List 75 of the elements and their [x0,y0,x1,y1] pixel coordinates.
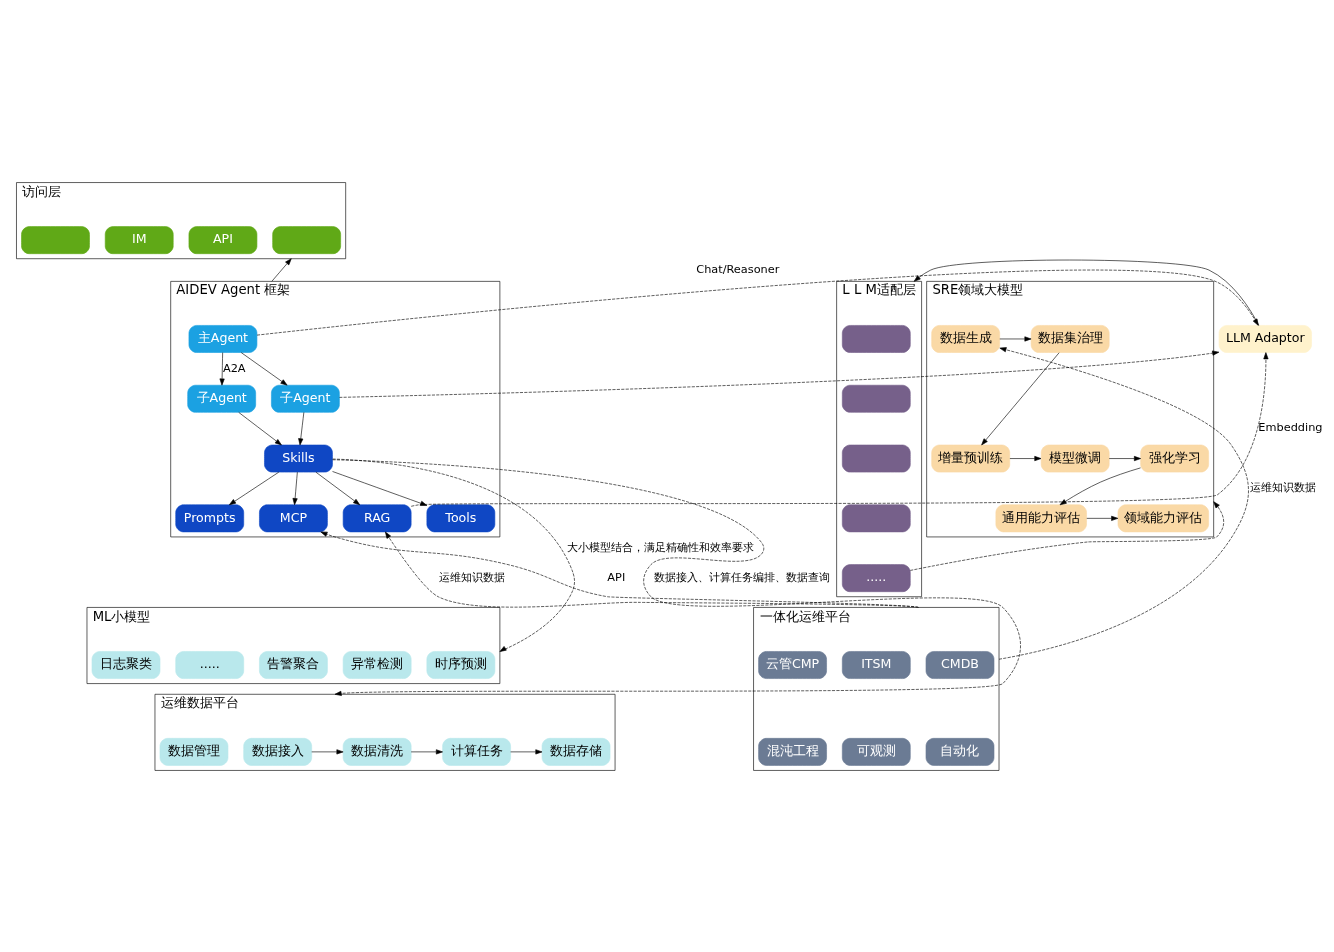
node-box: 通用能力评估 [995,504,1087,532]
arrow [315,471,361,505]
arrow [1086,515,1119,521]
node-box: 数据集治理 [1030,324,1110,353]
edge-label: 运维知识数据 [1249,479,1316,494]
arrow [410,748,443,754]
node-box [272,225,341,254]
arrow [999,335,1032,341]
arrow [298,411,305,445]
node-box: CMDB [925,650,995,679]
node-box: 时序预测 [426,650,496,679]
arrow [271,257,292,282]
node-box [842,444,911,472]
node-box: MCP [259,504,328,532]
edge-label: 大小模型结合，满足精确性和效率要求 [567,539,755,554]
node-box: 告警聚合 [259,650,328,679]
node-box: Tools [426,504,496,532]
node-box: LLM Adaptor [1218,324,1312,353]
node-box: API [188,225,258,254]
node-box: 主Agent [188,324,258,353]
arrow [332,470,428,506]
arrow [339,350,1220,398]
node-box [842,324,911,353]
node-box: 异常检测 [342,650,412,679]
edge-label: Chat/Reasoner [696,261,780,276]
arrow [998,346,1249,660]
node-box: 可观测 [842,737,911,766]
edge-label: A2A [222,360,246,375]
edge-label: Embedding [1258,419,1323,434]
node-box: Skills [264,444,333,472]
node-box: 增量预训练 [931,444,1011,472]
arrow [256,269,1259,335]
node-box: 云管CMP [758,650,827,679]
node-box: 模型微调 [1040,444,1110,472]
node-box: 数据清洗 [342,737,412,766]
arrow [1009,455,1042,461]
node-box [842,384,911,413]
arrow [410,351,1269,507]
node-box: 子Agent [187,384,256,413]
arrow [910,500,1225,571]
node-box: ..... [175,650,244,679]
arrow [913,259,1260,326]
arrow [240,351,288,385]
node-box: 数据管理 [159,737,229,766]
node-box: 数据存储 [541,737,611,766]
arrow [292,471,298,505]
arrow [332,458,1021,696]
arrow [219,351,225,385]
arrow [332,458,575,652]
node-box: ..... [842,563,911,592]
edge-label: 数据接入、计算任务编排、数据查询 [653,569,830,584]
node-box: ITSM [842,650,911,679]
node-box: 混沌工程 [758,737,827,766]
arrow [229,471,280,505]
arrow [510,748,543,754]
node-box [21,225,90,254]
node-box: 计算任务 [442,737,511,766]
edge-label: 运维知识数据 [439,569,506,584]
arrow [311,748,344,754]
node-box: 数据生成 [931,324,1000,353]
arrow [1059,467,1141,505]
node-box: 数据接入 [243,737,312,766]
node-box: Prompts [175,504,244,532]
node-box: IM [104,225,174,254]
arrow [1108,455,1141,461]
node-box: 强化学习 [1140,444,1209,472]
arrow [238,411,282,445]
node-box: RAG [342,504,412,532]
node-box: 自动化 [925,737,995,766]
edge-label: API [607,569,626,584]
node-box [842,504,911,532]
node-box: 日志聚类 [91,650,161,679]
node-box: 子Agent [271,384,340,413]
node-box: 领域能力评估 [1117,504,1209,532]
arrow [981,351,1060,445]
